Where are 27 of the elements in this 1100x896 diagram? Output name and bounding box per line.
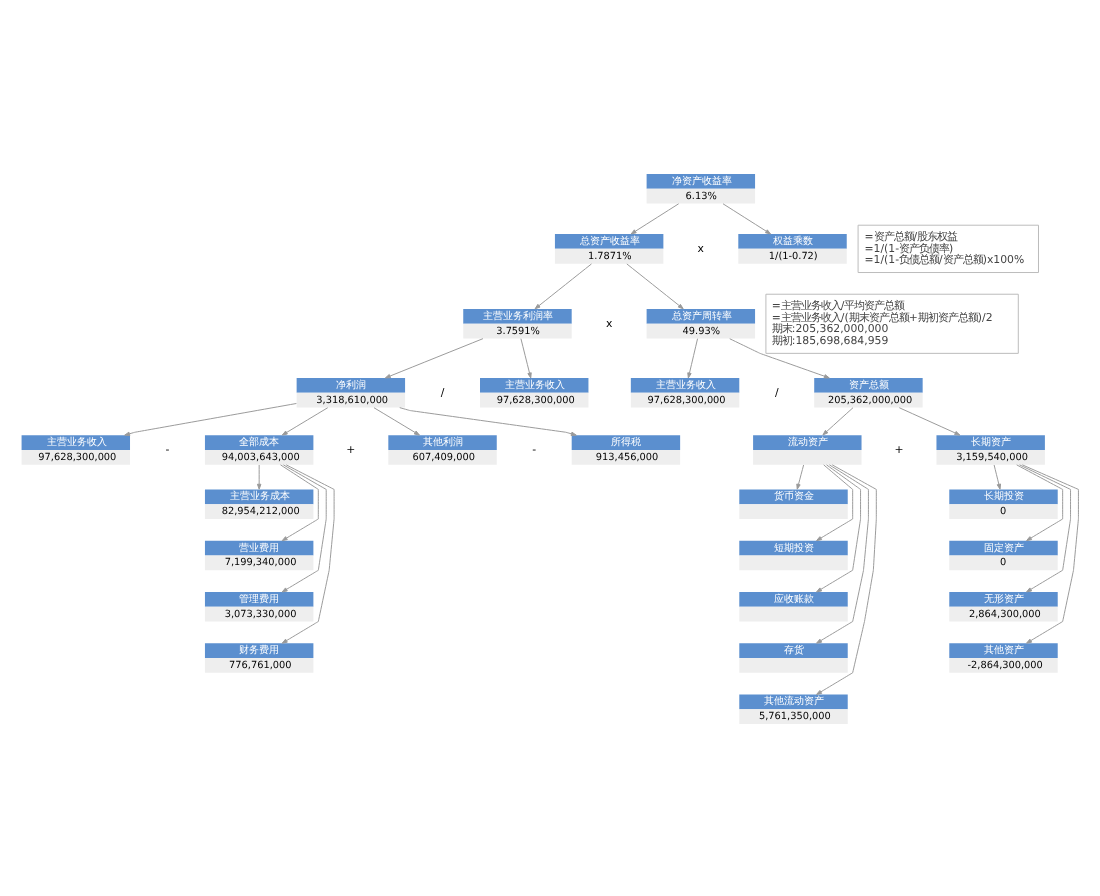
arrow (384, 337, 484, 378)
arrow (993, 463, 1002, 489)
arrow (816, 463, 869, 643)
arrow (281, 406, 329, 435)
arrow (630, 202, 680, 234)
arrow (816, 463, 877, 694)
arrow (796, 463, 805, 489)
arrow (280, 463, 319, 541)
arrow (281, 463, 335, 643)
arrow (626, 262, 684, 309)
arrow (399, 406, 577, 435)
arrow (373, 406, 420, 435)
arrow (281, 463, 327, 592)
arrow (687, 337, 699, 378)
arrow (520, 337, 532, 378)
arrow (124, 402, 297, 435)
arrow (898, 406, 961, 435)
arrow (816, 463, 854, 541)
arrow (534, 262, 592, 309)
arrow (816, 463, 862, 592)
arrow (1019, 463, 1072, 592)
arrow (1021, 463, 1079, 643)
arrow (1016, 463, 1064, 541)
arrow (256, 463, 262, 489)
arrow (722, 202, 772, 234)
arrow (822, 406, 854, 435)
arrow (729, 337, 830, 378)
